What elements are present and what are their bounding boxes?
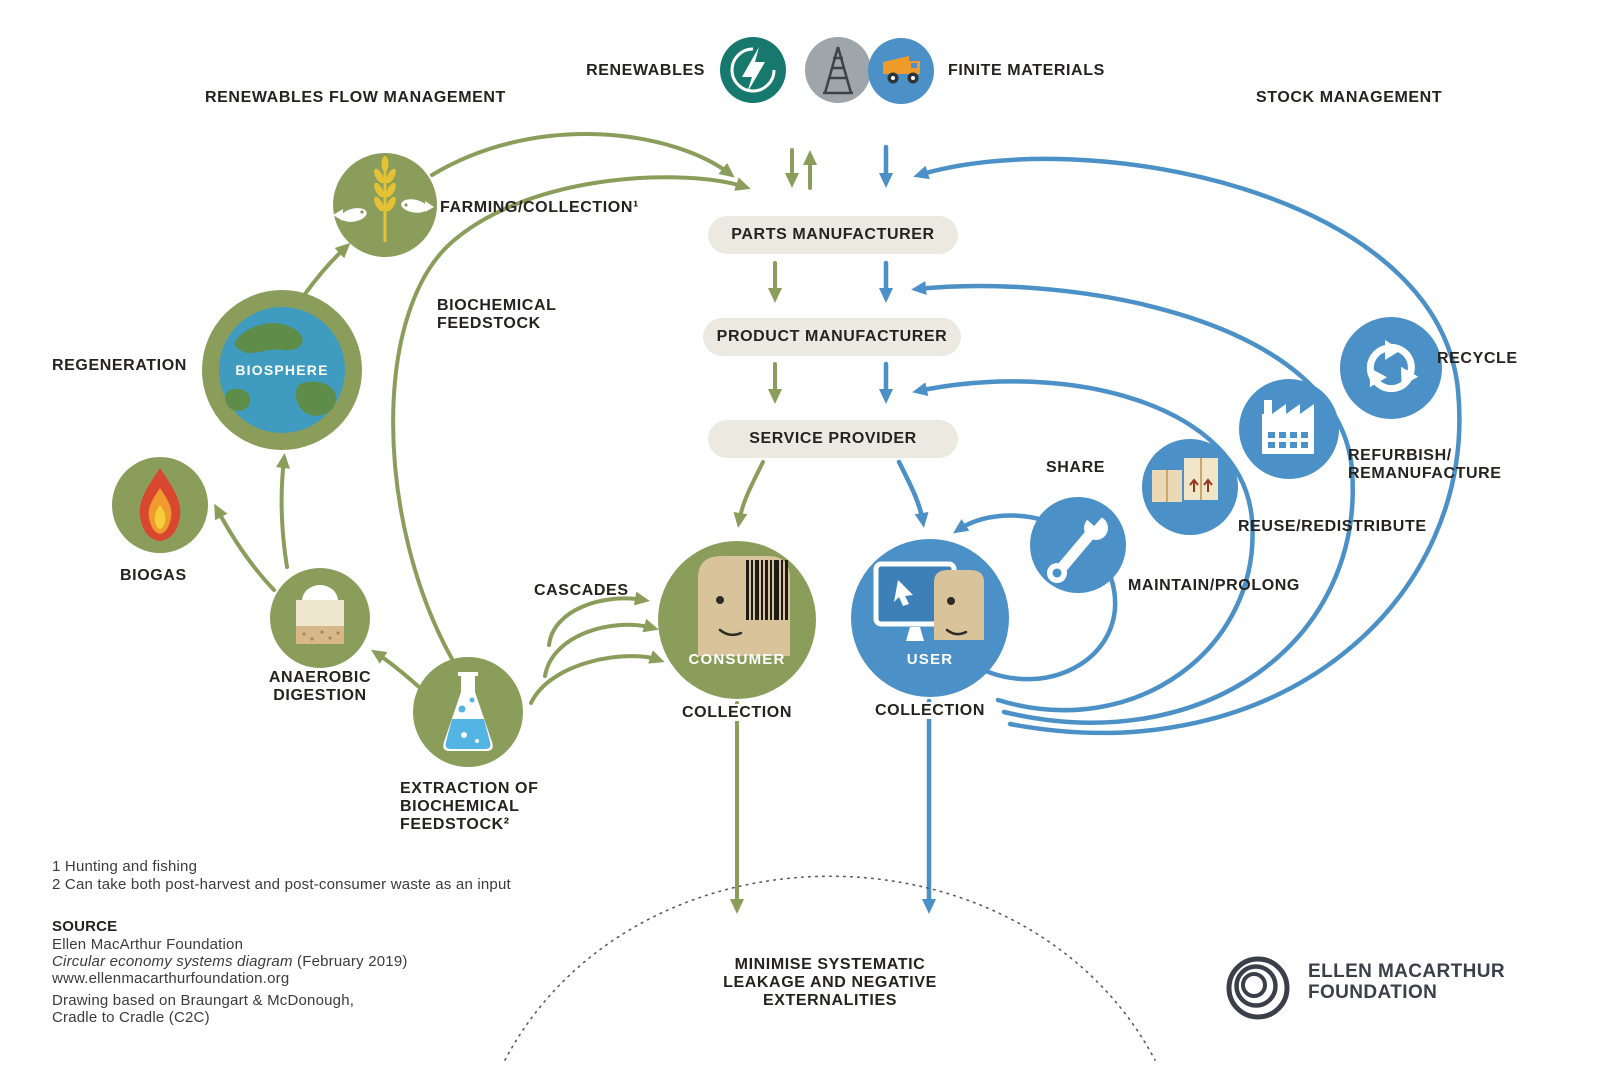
- blue-loop-recycle: [913, 156, 1462, 736]
- collection-left-label: COLLECTION: [672, 704, 802, 722]
- blue-loop-refurbish: [911, 281, 1355, 725]
- renewable-energy-icon: [720, 37, 786, 103]
- green-arc-feedstock-to-center: [391, 175, 751, 661]
- regeneration-label: REGENERATION: [52, 357, 187, 374]
- source-org: Ellen MacArthur Foundation: [52, 936, 244, 953]
- barcode-face-icon: [698, 556, 790, 656]
- green-arc-farming-to-center: [430, 132, 735, 178]
- cascade-arc-2: [543, 618, 659, 678]
- service-provider-pill: SERVICE PROVIDER: [708, 420, 958, 458]
- minimise-leakage-label: MINIMISE SYSTEMATIC LEAKAGE AND NEGATIVE…: [723, 956, 937, 1009]
- biosphere-label: BIOSPHERE: [235, 362, 329, 378]
- emf-logo-wordmark: ELLEN MACARTHUR FOUNDATION: [1308, 961, 1506, 1004]
- blue-arrow-service-user: [896, 459, 929, 528]
- biosphere-node: [202, 290, 362, 450]
- green-arc-anaerobic-biosphere: [276, 453, 290, 569]
- product-manufacturer-pill: PRODUCT MANUFACTURER: [703, 318, 961, 356]
- recycle-label: RECYCLE: [1437, 350, 1518, 367]
- extraction-label: EXTRACTION OF BIOCHEMICAL FEEDSTOCK²: [400, 780, 539, 833]
- maintain-prolong-label: MAINTAIN/PROLONG: [1128, 577, 1300, 594]
- extraction-node: [413, 657, 523, 767]
- biogas-label: BIOGAS: [120, 567, 187, 584]
- stock-management-label: STOCK MANAGEMENT: [1256, 89, 1443, 106]
- biogas-node: [112, 457, 208, 553]
- finite-materials-label: FINITE MATERIALS: [948, 62, 1105, 79]
- user-node: [851, 539, 1009, 697]
- blue-loop-reuse: [912, 379, 1255, 713]
- dotted-boundary-arc: [504, 875, 1156, 1061]
- footnote-1: 1 Hunting and fishing: [52, 858, 198, 875]
- refurbish-remanufacture-label: REFURBISH/ REMANUFACTURE: [1348, 447, 1502, 482]
- wrench-icon: [1047, 506, 1108, 583]
- reuse-node: [1142, 439, 1238, 535]
- monitor-face-icon: [873, 561, 984, 641]
- renewables-label: RENEWABLES: [586, 62, 705, 79]
- green-arc-biosphere-farming: [303, 242, 351, 296]
- recycle-icon: [1366, 340, 1419, 393]
- reuse-redistribute-label: REUSE/REDISTRIBUTE: [1238, 518, 1427, 535]
- anaerobic-digestion-label: ANAEROBIC DIGESTION: [268, 669, 372, 704]
- cascades-label: CASCADES: [534, 582, 629, 599]
- maintain-node: [1030, 497, 1126, 593]
- parts-manufacturer-pill: PARTS MANUFACTURER: [708, 216, 958, 254]
- cascade-arc-3: [529, 650, 665, 705]
- refurbish-node: [1239, 379, 1339, 479]
- source-credit-2: Cradle to Cradle (C2C): [52, 1009, 210, 1026]
- flask-icon: [443, 672, 493, 751]
- stock-flow-arrows: [879, 144, 1462, 914]
- farming-collection-label: FARMING/COLLECTION¹: [440, 199, 639, 216]
- farming-collection-node: [333, 153, 437, 257]
- recycle-node: [1340, 317, 1442, 419]
- anaerobic-digestion-node: [270, 568, 370, 668]
- green-arrow-service-consumer: [733, 460, 765, 528]
- source-diagram-line: Circular economy systems diagram (Februa…: [52, 953, 408, 970]
- oil-derrick-icon: [805, 37, 871, 103]
- green-arc-anaerobic-biogas: [214, 503, 276, 592]
- collection-right-label: COLLECTION: [865, 702, 995, 720]
- digester-icon: [302, 585, 338, 601]
- share-label: SHARE: [1046, 459, 1106, 476]
- source-heading: SOURCE: [52, 918, 118, 935]
- renewables-flow-management-label: RENEWABLES FLOW MANAGEMENT: [205, 89, 506, 106]
- footnote-2: 2 Can take both post-harvest and post-co…: [52, 876, 511, 893]
- consumer-label: CONSUMER: [688, 651, 786, 668]
- consumer-node: [658, 541, 816, 699]
- emf-logo-icon: [1226, 956, 1290, 1020]
- biochemical-feedstock-label: BIOCHEMICAL FEEDSTOCK: [437, 297, 557, 332]
- boxes-icon: [1152, 458, 1218, 502]
- source-url: www.ellenmacarthurfoundation.org: [52, 970, 290, 987]
- mining-truck-icon: [868, 38, 934, 104]
- cascade-arc-1: [547, 591, 650, 647]
- factory-icon: [1262, 400, 1314, 454]
- green-arc-extraction-anaerobic: [370, 649, 421, 689]
- renewables-flow-arrows: [214, 132, 817, 914]
- source-credit-1: Drawing based on Braungart & McDonough,: [52, 992, 355, 1009]
- fish-icon: [333, 199, 434, 222]
- user-label: USER: [906, 651, 954, 668]
- blue-loop-maintain: [953, 513, 1118, 682]
